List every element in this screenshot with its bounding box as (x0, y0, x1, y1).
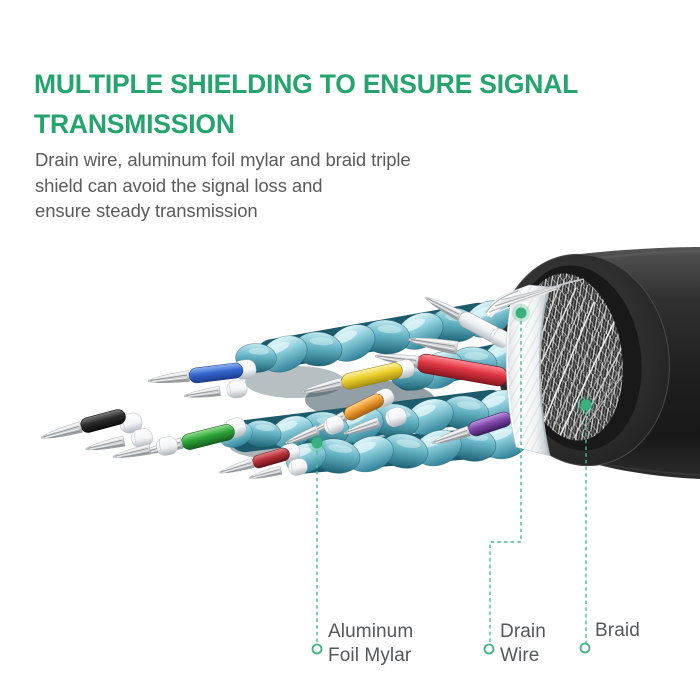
wire-orange (283, 385, 398, 448)
callout-dot-braid (580, 399, 592, 411)
callout-ring-aluminum (311, 643, 323, 655)
callout-label-line: Wire (500, 645, 540, 666)
callout-label-braid: Braid (595, 619, 640, 643)
callout-label-line: Foil Mylar (328, 645, 412, 666)
wire-green (111, 415, 249, 463)
callout-ring-drain-wire (483, 643, 495, 655)
callout-label-line: Braid (595, 620, 640, 641)
description-line3: ensure steady transmission (35, 200, 258, 221)
wire-blue (147, 358, 258, 402)
callout-aluminum-foil-mylar (308, 434, 326, 655)
twisted-pair-bundles (215, 293, 536, 479)
callout-label-aluminum-foil-mylar: Aluminum Foil Mylar (328, 620, 413, 668)
wire-yellow (300, 357, 417, 399)
description-line2: shield can avoid the signal loss and (35, 174, 323, 196)
page-title-line1: MULTIPLE SHIELDING TO ENSURE SIGNAL (34, 69, 579, 99)
callout-label-drain-wire: Drain Wire (500, 620, 546, 668)
callout-dot-drain-wire (515, 307, 527, 319)
wire-dark-red (217, 441, 310, 483)
callout-braid (577, 396, 595, 654)
page-title: MULTIPLE SHIELDING TO ENSURE SIGNAL TRAN… (34, 64, 578, 144)
description-text: Drain wire, aluminum foil mylar and brai… (35, 147, 411, 224)
callout-label-line: Drain (500, 621, 546, 642)
description-line1: Drain wire, aluminum foil mylar and brai… (35, 149, 411, 170)
wire-white (422, 292, 514, 351)
callout-dot-aluminum (311, 437, 323, 449)
callout-label-line: Aluminum (328, 621, 414, 642)
callout-ring-braid (579, 642, 591, 654)
callout-line-drain-wire (489, 321, 522, 644)
page-title-line2: TRANSMISSION (34, 109, 235, 139)
aluminum-foil (484, 284, 551, 457)
drain-wire-strands (486, 278, 585, 317)
callout-drain-wire (483, 304, 530, 655)
wire-black (39, 409, 155, 455)
